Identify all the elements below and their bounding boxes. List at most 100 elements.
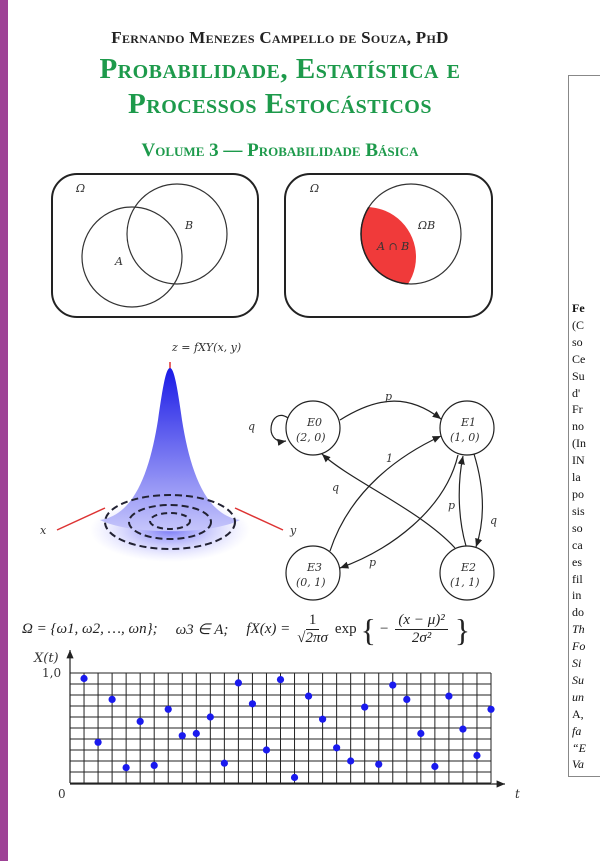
back-cover-line: d'	[572, 385, 581, 400]
back-cover-line: fil	[572, 571, 583, 586]
venn-diagram-right: Ω ΩB A ∩ B	[284, 173, 493, 318]
back-cover-line: Fe	[572, 301, 585, 315]
back-cover-line: no	[572, 419, 584, 434]
bivariate-gaussian: z = fXY(x, y) x y	[40, 341, 297, 562]
exponent-fraction: (x − μ)² 2σ²	[395, 612, 448, 647]
state-e0-name: E0	[306, 416, 322, 429]
state-e3-name: E3	[306, 561, 322, 574]
data-point	[94, 738, 102, 746]
back-cover-line: (C	[572, 317, 584, 332]
state-e1-coords: (1, 0)	[450, 431, 480, 444]
state-e1-name: E1	[460, 416, 476, 429]
data-point	[80, 674, 88, 683]
back-cover-line: es	[572, 554, 582, 569]
data-point	[361, 703, 369, 711]
sample-space-formula: Ω = {ω1, ω2, …, ωn};	[22, 621, 158, 637]
set-b-label: B	[184, 219, 193, 232]
data-point	[333, 744, 341, 752]
back-cover-line: Su	[572, 368, 585, 383]
edge-label: 1	[386, 452, 393, 465]
data-point	[220, 759, 228, 767]
data-point	[347, 757, 355, 765]
back-cover-line: Va	[572, 757, 584, 772]
omega-label: Ω	[75, 182, 85, 195]
data-point	[473, 751, 481, 760]
chart-origin-label: 0	[58, 787, 66, 801]
markov-chain	[270, 400, 495, 601]
data-point	[375, 760, 383, 768]
state-e0-coords: (2, 0)	[296, 431, 326, 444]
book-title-line1: Probabilidade, Estatística e	[99, 53, 461, 85]
membership-formula: ω3 ∈ A;	[175, 622, 229, 638]
back-cover-line: IN	[572, 453, 585, 468]
normalizing-fraction: 1 √2πσ	[297, 612, 328, 646]
omega-b-label: ΩB	[417, 219, 435, 232]
data-point	[192, 729, 200, 738]
data-point	[164, 705, 172, 713]
back-cover-line: la	[572, 470, 581, 485]
volume-subtitle: Volume 3 — Probabilidade Básica	[141, 140, 419, 161]
spine-strip	[0, 0, 8, 861]
data-point	[122, 764, 130, 772]
back-cover-line: Fr	[572, 402, 583, 417]
data-point	[403, 695, 411, 704]
exp-function: exp	[334, 621, 357, 637]
data-point	[178, 732, 186, 740]
chart-ylabel: X(t)	[33, 651, 59, 666]
chart-ytick-label: 1,0	[42, 666, 61, 680]
data-point	[319, 715, 327, 723]
random-process-chart: X(t) 1,0 0 t	[33, 650, 520, 801]
data-point	[417, 729, 425, 738]
set-a-label: A	[114, 255, 123, 268]
pdf-lhs: fX(x) =	[246, 621, 291, 637]
edge-label: q	[248, 420, 255, 433]
data-point	[304, 692, 313, 700]
back-cover-line: so	[572, 334, 583, 349]
back-cover-line: po	[572, 486, 584, 501]
back-cover-line: Si	[572, 656, 582, 671]
data-point	[206, 713, 214, 721]
data-point	[248, 700, 257, 708]
data-point	[290, 773, 299, 782]
back-cover-line: fa	[572, 723, 582, 738]
back-cover-line: so	[572, 520, 583, 535]
back-cover-line: (In	[572, 436, 586, 451]
data-point	[389, 681, 397, 689]
chart-xlabel: t	[515, 787, 520, 801]
back-cover-panel	[568, 75, 600, 777]
data-point	[262, 746, 271, 754]
venn-diagram-left: Ω B A	[51, 173, 259, 318]
data-point	[150, 761, 158, 770]
back-cover-line: sis	[572, 503, 585, 518]
omega-label: Ω	[309, 182, 319, 195]
state-e3-coords: (0, 1)	[296, 576, 326, 589]
intersection-label: A ∩ B	[376, 240, 409, 253]
author-name: Fernando Menezes Campello de Souza, PhD	[111, 28, 449, 47]
edge-label: q	[490, 514, 497, 527]
data-point	[487, 705, 495, 713]
data-point	[108, 695, 116, 704]
data-point	[136, 717, 144, 726]
back-cover-line: Ce	[572, 351, 586, 366]
edge-label: p	[385, 390, 392, 403]
back-cover-line: un	[572, 689, 584, 704]
data-point	[431, 762, 439, 771]
back-cover-line: Th	[572, 622, 585, 637]
x-axis-label: x	[40, 524, 47, 537]
formula-line: Ω = {ω1, ω2, …, ωn}; ω3 ∈ A; fX(x) = 1 √…	[22, 611, 471, 648]
state-e2-coords: (1, 1)	[450, 576, 480, 589]
back-cover-line: do	[572, 605, 584, 620]
back-cover-line: ca	[572, 537, 583, 552]
y-axis-label: y	[289, 524, 297, 537]
edge-label: p	[369, 556, 376, 569]
back-cover-line: Su	[572, 672, 584, 687]
data-point	[234, 679, 242, 687]
edge-label: q	[332, 481, 339, 494]
z-axis-label: z = fXY(x, y)	[171, 341, 241, 354]
data-point	[459, 725, 467, 733]
edge-label: p	[448, 499, 455, 512]
data-point	[445, 692, 453, 700]
back-cover-line: in	[572, 588, 582, 603]
